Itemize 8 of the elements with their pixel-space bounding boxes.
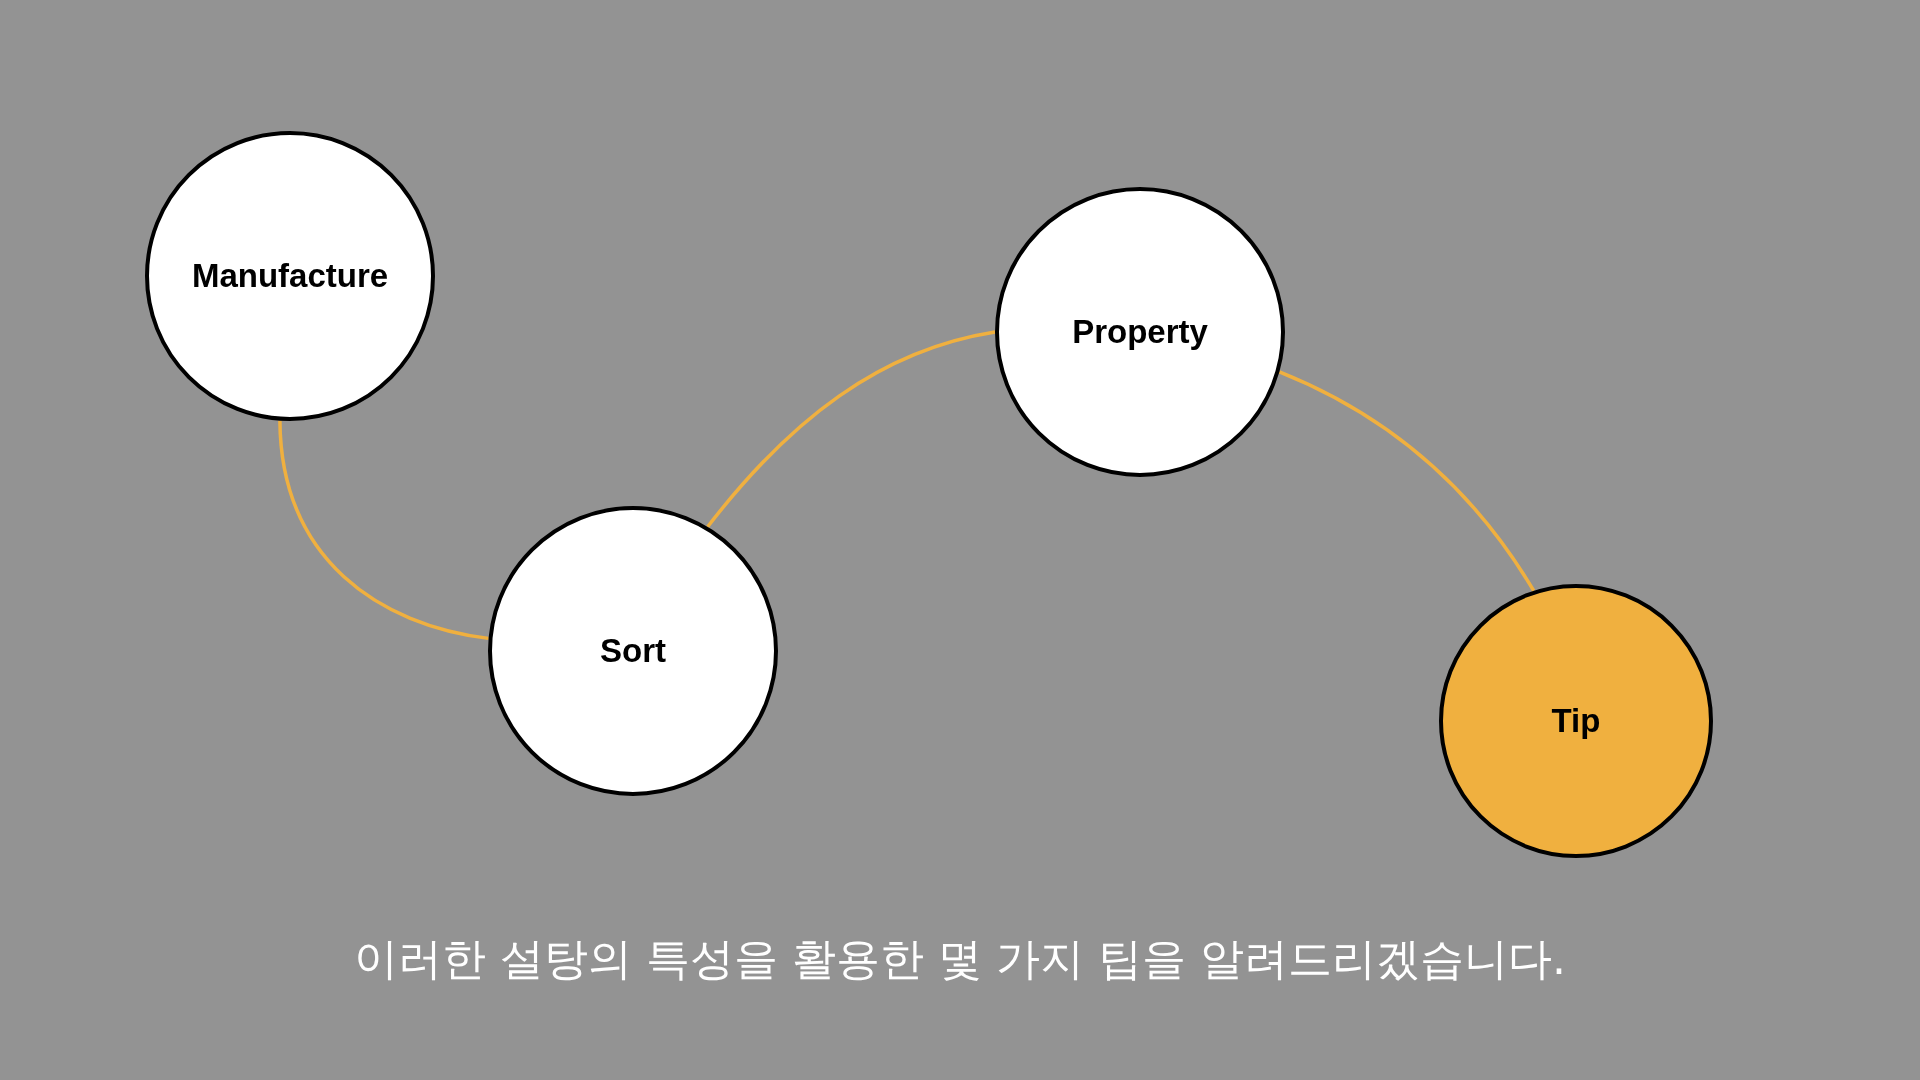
- node-label: Sort: [600, 632, 666, 670]
- connector-line: [706, 330, 996, 528]
- caption: 이러한 설탕의 특성을 활용한 몇 가지 팁을 알려드리겠습니다.: [354, 933, 1566, 984]
- connector-line: [1278, 370, 1536, 592]
- node-label: Tip: [1551, 702, 1601, 740]
- node-label: Manufacture: [191, 257, 389, 295]
- node-label: Property: [1072, 313, 1208, 351]
- connector-line: [278, 420, 489, 641]
